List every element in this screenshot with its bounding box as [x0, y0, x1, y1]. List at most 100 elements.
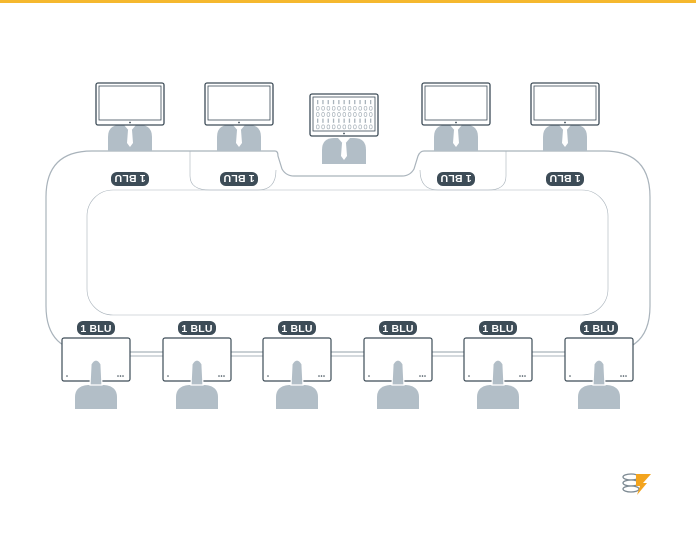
binary-digit	[342, 112, 347, 117]
badge-background	[437, 172, 475, 186]
binary-digit	[338, 100, 340, 105]
blu-badge: 1 BLU	[111, 172, 149, 186]
dealer-monitor-icon	[309, 93, 379, 137]
binary-digit	[331, 105, 336, 111]
monitor-dot	[218, 375, 220, 377]
body-shape	[276, 385, 318, 409]
monitor-power-dot	[343, 132, 345, 135]
monitor-dot	[625, 375, 627, 377]
binary-digit	[316, 105, 320, 111]
binary-digit	[348, 100, 351, 105]
binary-digit	[347, 112, 352, 117]
binary-digit	[321, 124, 325, 130]
binary-digit	[342, 105, 347, 111]
body-shape	[75, 385, 117, 409]
bottom-seat-3: 1 BLU	[262, 321, 332, 409]
binary-digit	[363, 105, 368, 111]
monitor-dot	[66, 375, 68, 377]
binary-digit	[370, 118, 372, 123]
accent-bar	[0, 0, 696, 3]
binary-digit	[327, 100, 329, 105]
bottom-seat-5: 1 BLU	[463, 321, 533, 409]
binary-digit	[364, 100, 366, 105]
monitor-screen	[424, 85, 488, 121]
monitor-dot	[119, 375, 122, 377]
monitor-dot	[468, 375, 470, 377]
binary-code-icon	[316, 100, 373, 130]
badge-background	[178, 321, 216, 335]
person-icon	[322, 138, 366, 164]
badge-label: 1 BLU	[382, 323, 413, 335]
person-back-icon	[276, 359, 318, 409]
bottom-seat-4: 1 BLU	[363, 321, 433, 409]
monitor-power-dot	[238, 121, 240, 124]
shirt-collar	[124, 125, 136, 132]
head-neck	[290, 359, 304, 386]
blu-badge: 1 BLU	[220, 172, 258, 186]
binary-digit	[337, 124, 341, 130]
binary-digit	[363, 124, 368, 130]
head-neck	[190, 359, 204, 386]
blu-badge: 1 BLU	[546, 172, 584, 186]
blu-badge: 1 BLU	[178, 321, 216, 335]
dealer-seat	[309, 93, 379, 164]
monitor-dot	[521, 375, 524, 377]
badge-background	[278, 321, 316, 335]
binary-digit	[353, 112, 357, 117]
shirt-collar	[450, 125, 462, 132]
person-back-icon	[578, 359, 620, 409]
person-icon	[434, 125, 478, 151]
binary-digit	[353, 105, 357, 111]
monitor-screen	[207, 85, 271, 121]
head-neck	[391, 359, 405, 386]
monitor-power-dot	[564, 121, 566, 124]
badge-background	[379, 321, 417, 335]
tie	[236, 130, 242, 147]
monitor-icon	[95, 82, 165, 126]
binary-digit	[337, 112, 341, 117]
body-shape	[377, 385, 419, 409]
tie	[562, 130, 568, 147]
head-neck	[491, 359, 505, 386]
binary-digit	[317, 100, 319, 105]
monitor-dot	[620, 375, 622, 377]
binary-digit	[338, 118, 340, 123]
binary-digit	[358, 124, 362, 130]
monitor-icon	[530, 82, 600, 126]
binary-digit	[337, 105, 341, 111]
monitor-dot	[267, 375, 269, 377]
blu-badge: 1 BLU	[379, 321, 417, 335]
badge-background	[111, 172, 149, 186]
badge-background	[220, 172, 258, 186]
monitor-dot	[424, 375, 426, 377]
seat-divider	[189, 151, 277, 191]
database-lightning-icon	[622, 473, 651, 495]
binary-digit	[347, 105, 352, 111]
binary-digit	[332, 100, 335, 105]
binary-digit	[316, 124, 320, 130]
monitor-screen	[98, 85, 162, 121]
binary-digit	[317, 118, 319, 123]
binary-digit	[343, 118, 345, 123]
monitor-dot	[167, 375, 169, 377]
person-icon	[217, 125, 261, 151]
monitor-dot	[622, 375, 625, 377]
monitor-dot	[318, 375, 320, 377]
binary-digit	[326, 105, 331, 111]
monitor-dot	[419, 375, 421, 377]
top-seat-3: 1 BLU	[421, 82, 491, 186]
badge-label: 1 BLU	[80, 323, 111, 335]
binary-digit	[327, 118, 329, 123]
tie	[453, 130, 459, 147]
binary-digit	[364, 118, 366, 123]
monitor-dot	[117, 375, 119, 377]
badge-background	[546, 172, 584, 186]
monitor-dot	[421, 375, 424, 377]
binary-digit	[358, 112, 362, 117]
binary-digit	[358, 105, 362, 111]
badge-label: 1 BLU	[281, 323, 312, 335]
database-disk	[622, 485, 640, 493]
binary-digit	[326, 124, 331, 130]
